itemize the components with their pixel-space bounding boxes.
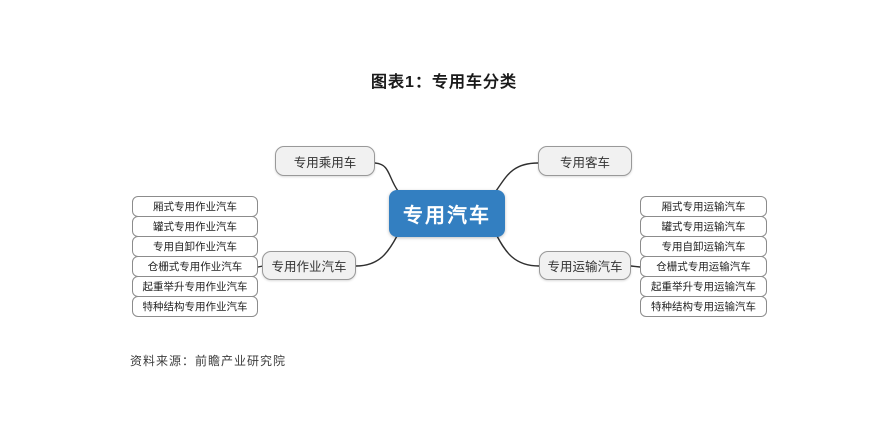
leaf-stack-transport: 厢式专用运输汽车 罐式专用运输汽车 专用自卸运输汽车 仓栅式专用运输汽车 起重举… <box>640 196 767 317</box>
leaf-node: 厢式专用运输汽车 <box>640 196 767 217</box>
leaf-node: 专用自卸作业汽车 <box>132 236 258 257</box>
leaf-label: 厢式专用作业汽车 <box>153 201 237 213</box>
leaf-label: 厢式专用运输汽车 <box>661 201 746 213</box>
leaf-label: 罐式专用运输汽车 <box>661 221 746 233</box>
connector-root-to-top-left <box>374 162 399 192</box>
leaf-label: 专用自卸运输汽车 <box>661 241 746 253</box>
source-note: 资料来源：前瞻产业研究院 <box>130 354 287 368</box>
leaf-node: 特种结构专用运输汽车 <box>640 296 767 317</box>
leaf-label: 仓栅式专用运输汽车 <box>656 261 751 273</box>
leaf-node: 特种结构专用作业汽车 <box>132 296 258 317</box>
figure-title: 图表1：专用车分类 <box>371 74 517 91</box>
leaf-node: 起重举升专用运输汽车 <box>640 276 767 297</box>
connector-mid-right-to-stack <box>630 265 641 268</box>
leaf-node: 起重举升专用作业汽车 <box>132 276 258 297</box>
leaf-node: 罐式专用作业汽车 <box>132 216 258 237</box>
leaf-node: 专用自卸运输汽车 <box>640 236 767 257</box>
branch-node-bus-special: 专用客车 <box>538 146 632 176</box>
leaf-label: 起重举升专用作业汽车 <box>142 281 248 293</box>
branch-node-transport-vehicles: 专用运输汽车 <box>539 251 631 280</box>
leaf-node: 仓栅式专用作业汽车 <box>132 256 258 277</box>
root-node: 专用汽车 <box>389 190 505 237</box>
leaf-label: 专用自卸作业汽车 <box>153 241 237 253</box>
leaf-stack-work: 厢式专用作业汽车 罐式专用作业汽车 专用自卸作业汽车 仓栅式专用作业汽车 起重举… <box>132 196 258 317</box>
leaf-node: 仓栅式专用运输汽车 <box>640 256 767 277</box>
branch-node-passenger-special: 专用乘用车 <box>275 146 375 176</box>
connector-root-to-mid-right <box>496 235 540 267</box>
leaf-node: 罐式专用运输汽车 <box>640 216 767 237</box>
leaf-label: 罐式专用作业汽车 <box>153 221 237 233</box>
connector-root-to-top-right <box>495 162 539 192</box>
connector-root-to-mid-left <box>355 235 398 267</box>
leaf-label: 起重举升专用运输汽车 <box>651 281 756 293</box>
leaf-label: 仓栅式专用作业汽车 <box>147 261 243 273</box>
branch-node-work-vehicles: 专用作业汽车 <box>262 251 356 280</box>
leaf-label: 特种结构专用作业汽车 <box>142 301 248 313</box>
leaf-label: 特种结构专用运输汽车 <box>651 301 756 313</box>
leaf-node: 厢式专用作业汽车 <box>132 196 258 217</box>
